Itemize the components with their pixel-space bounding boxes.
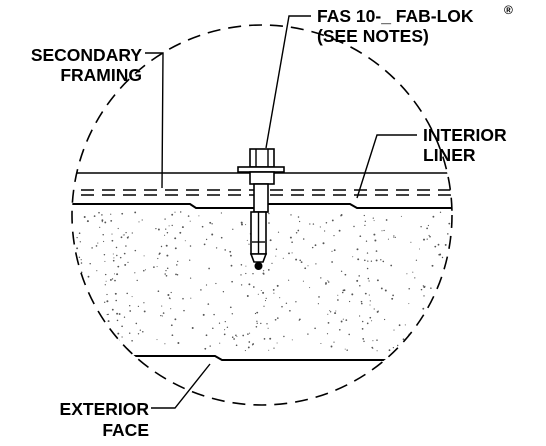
interior-liner-callout: INTERIOR LINER [423,125,507,165]
fastener-icon [237,148,285,270]
registered-mark: ® [504,3,513,17]
detail-circle [71,24,453,406]
secondary-framing-leader-line [145,52,164,189]
fastener-callout: FAS 10-_ FAB-LOK ® (SEE NOTES) [317,3,513,46]
interior-liner-label-line2: LINER [423,145,476,165]
fastener-label-line2: (SEE NOTES) [317,26,429,46]
secondary-framing-callout: SECONDARY FRAMING [31,45,142,85]
exterior-face-leader-line [151,363,211,409]
secondary-framing-label-line1: SECONDARY [31,45,142,65]
secondary-framing-label-line2: FRAMING [60,65,142,85]
exterior-face-label-line2: FACE [102,420,149,440]
exterior-face-callout: EXTERIOR FACE [60,399,150,440]
exterior-face-label-line1: EXTERIOR [60,399,150,419]
exterior-face-line [72,355,452,361]
fastener-leader-line [265,15,311,149]
interior-liner-label-line1: INTERIOR [423,125,507,145]
interior-liner-leader-line [356,134,417,199]
fastener-label-line1: FAS 10-_ FAB-LOK [317,6,474,26]
